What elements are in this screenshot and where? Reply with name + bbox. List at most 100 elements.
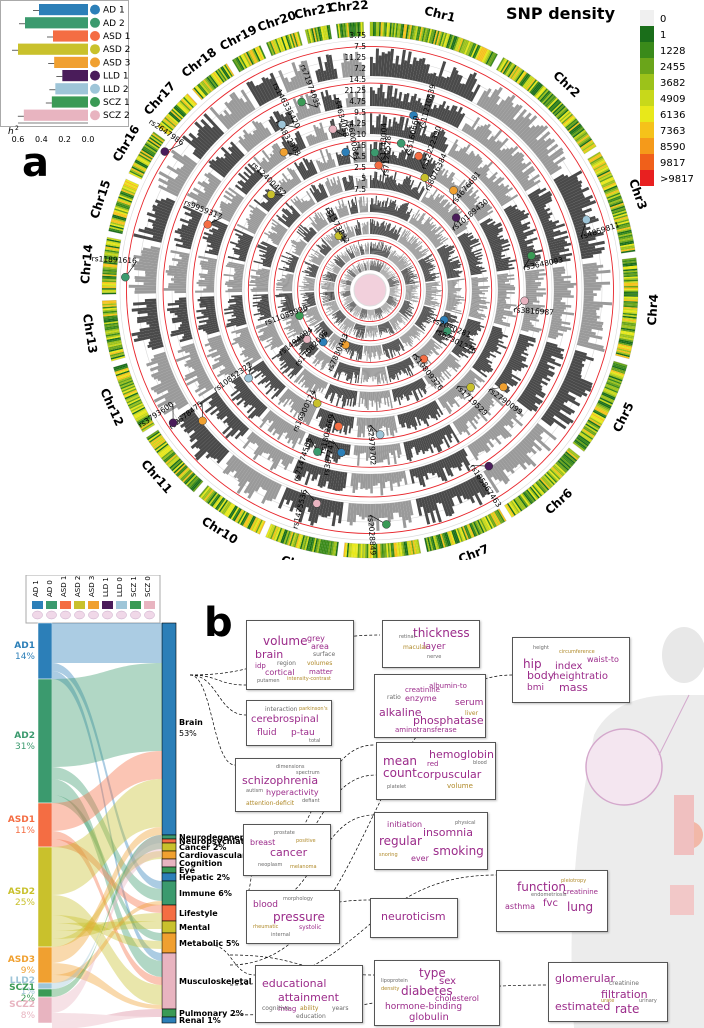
snp-density-band	[622, 257, 637, 261]
manhattan-peak	[386, 223, 392, 237]
manhattan-peak	[371, 261, 373, 271]
manhattan-peak	[478, 400, 490, 412]
manhattan-peak	[326, 275, 336, 279]
manhattan-peak	[309, 230, 315, 236]
manhattan-peak	[427, 197, 435, 207]
snp-density-band	[107, 340, 122, 345]
snp-density-band	[604, 186, 618, 194]
snp-density-band	[478, 519, 486, 533]
manhattan-peak	[325, 162, 330, 170]
manhattan-peak	[293, 397, 303, 411]
manhattan-peak	[333, 264, 341, 270]
snp-density-band	[435, 534, 441, 549]
manhattan-peak	[387, 230, 391, 238]
manhattan-peak	[405, 242, 411, 248]
manhattan-peak	[447, 284, 456, 287]
manhattan-peak	[467, 319, 481, 326]
manhattan-peak	[200, 300, 215, 304]
manhattan-peak	[489, 428, 499, 438]
manhattan-peak	[379, 242, 384, 256]
manhattan-peak	[389, 281, 399, 285]
snp-density-band	[510, 66, 520, 80]
manhattan-peak	[196, 281, 215, 285]
snp-density-band	[580, 139, 593, 149]
manhattan-peak	[216, 365, 235, 378]
manhattan-peak	[395, 443, 401, 459]
manhattan-peak	[418, 317, 426, 323]
manhattan-peak	[390, 255, 394, 261]
manhattan-peak	[414, 250, 422, 257]
manhattan-peak	[375, 309, 379, 319]
manhattan-peak	[382, 151, 386, 163]
manhattan-peak	[375, 309, 378, 316]
manhattan-peak	[149, 336, 162, 342]
manhattan-peak	[251, 213, 263, 222]
manhattan-peak	[223, 273, 243, 278]
snp-density-band	[175, 104, 187, 116]
manhattan-peak	[485, 343, 498, 351]
manhattan-peak	[337, 176, 343, 193]
manhattan-peak	[350, 343, 356, 359]
manhattan-peak	[523, 316, 540, 322]
manhattan-peak	[394, 363, 399, 373]
manhattan-peak	[337, 316, 347, 326]
manhattan-peak	[268, 78, 280, 98]
manhattan-peak	[547, 238, 566, 246]
manhattan-peak	[209, 164, 226, 178]
snp-density-band	[606, 380, 621, 388]
manhattan-peak	[207, 270, 216, 273]
manhattan-peak	[216, 346, 226, 352]
manhattan-peak	[233, 380, 245, 389]
manhattan-peak	[381, 366, 385, 375]
manhattan-peak	[361, 64, 365, 77]
manhattan-peak	[405, 332, 414, 343]
snp-density-band	[110, 220, 125, 226]
snp-density-band	[623, 276, 638, 279]
manhattan-peak	[224, 101, 241, 122]
manhattan-peak	[174, 229, 195, 239]
manhattan-peak	[447, 391, 460, 408]
manhattan-peak	[292, 395, 299, 403]
manhattan-peak	[283, 354, 292, 362]
manhattan-peak	[426, 464, 432, 474]
manhattan-peak	[293, 162, 306, 181]
snp-density-band	[244, 52, 253, 66]
manhattan-peak	[293, 362, 300, 369]
manhattan-peak	[319, 410, 328, 429]
manhattan-peak	[323, 219, 328, 226]
manhattan-peak	[389, 283, 400, 287]
manhattan-peak	[445, 177, 454, 188]
manhattan-peak	[466, 251, 482, 259]
manhattan-peak	[301, 462, 310, 478]
manhattan-peak	[308, 161, 317, 175]
manhattan-peak	[372, 445, 375, 457]
manhattan-peak	[567, 199, 591, 211]
manhattan-peak	[160, 374, 175, 384]
manhattan-peak	[544, 229, 554, 235]
snp-density-band	[589, 416, 603, 426]
manhattan-peak	[425, 299, 431, 301]
manhattan-peak	[378, 308, 384, 319]
manhattan-peak	[337, 313, 343, 319]
manhattan-peak	[459, 416, 469, 430]
manhattan-peak	[295, 250, 302, 255]
manhattan-peak	[428, 233, 436, 240]
manhattan-peak	[401, 267, 411, 274]
manhattan-peak	[348, 320, 353, 328]
manhattan-peak	[405, 441, 412, 462]
manhattan-peak	[518, 126, 531, 139]
manhattan-peak	[357, 144, 361, 163]
manhattan-peak	[231, 386, 249, 402]
manhattan-peak	[308, 310, 319, 316]
snp-density-band	[546, 96, 557, 108]
manhattan-peak	[409, 329, 416, 336]
manhattan-peak	[350, 121, 355, 136]
manhattan-peak	[419, 104, 425, 114]
manhattan-peak	[326, 441, 334, 462]
manhattan-peak	[450, 388, 459, 398]
manhattan-peak	[403, 273, 415, 278]
snp-density-band	[458, 527, 465, 542]
manhattan-peak	[255, 405, 267, 417]
manhattan-peak	[479, 217, 491, 226]
manhattan-peak	[525, 273, 546, 277]
